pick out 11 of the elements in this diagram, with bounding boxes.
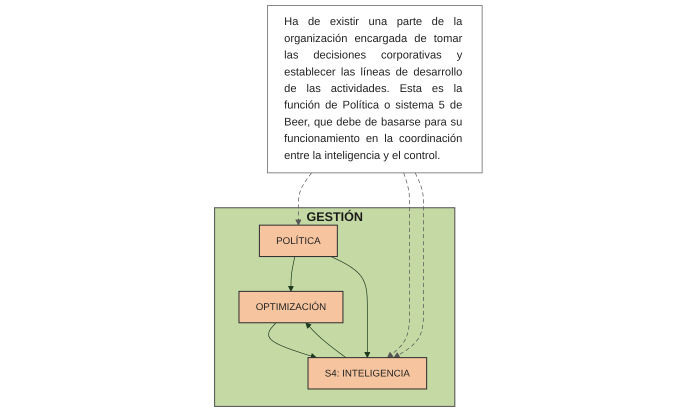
arrow xyxy=(386,172,410,358)
arrow xyxy=(305,322,346,358)
node-box: S4: INTELIGENCIA xyxy=(307,357,427,390)
node-box: POLÍTICA xyxy=(258,224,338,258)
node-box: OPTIMIZACIÓN xyxy=(238,290,344,324)
node-box: Ha de existir una parte de la organización encargada de tomar las decisiones corporativas y establecer las líneas de desarrollo de las actividades. Esta es la función de Política o sistema 5 de Beer, que debe de basarse para su funcionamiento en la coordinación entre la inteligencia y el control. xyxy=(266,5,482,174)
arrow xyxy=(294,172,312,226)
arrow xyxy=(330,256,370,358)
arrow xyxy=(288,256,295,292)
arrow xyxy=(393,172,424,358)
arrow xyxy=(268,322,316,359)
